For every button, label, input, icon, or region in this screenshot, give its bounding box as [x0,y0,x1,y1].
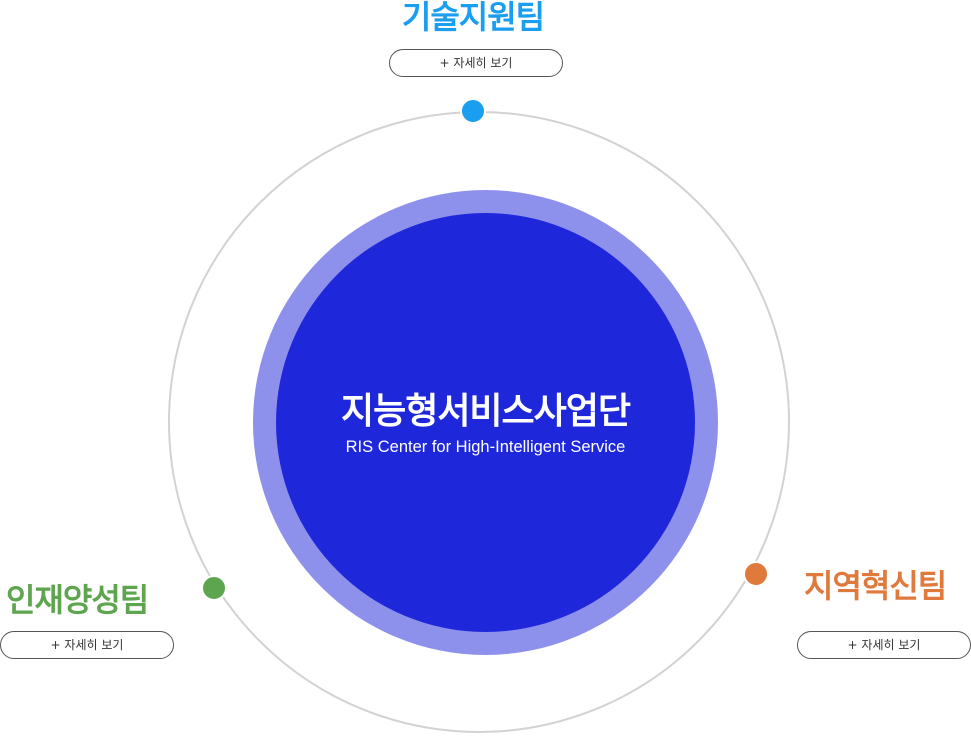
team-regional-innovation-title: 지역혁신팀 [804,567,947,605]
team-talent-training-title: 인재양성팀 [6,581,149,619]
team-tech-support-detail-button[interactable]: + 자세히 보기 [389,49,563,77]
team-talent-training-dot [201,575,227,601]
team-regional-innovation-detail-button[interactable]: + 자세히 보기 [797,631,971,659]
center-subtitle: RIS Center for High-Intelligent Service [345,438,626,456]
team-regional-innovation-dot [743,561,769,587]
center-title: 지능형서비스사업단 [340,391,631,432]
team-tech-support-dot [460,98,486,124]
team-tech-support-title: 기술지원팀 [401,0,545,36]
team-talent-training-detail-button[interactable]: + 자세히 보기 [0,631,174,659]
center-circle [276,213,695,632]
